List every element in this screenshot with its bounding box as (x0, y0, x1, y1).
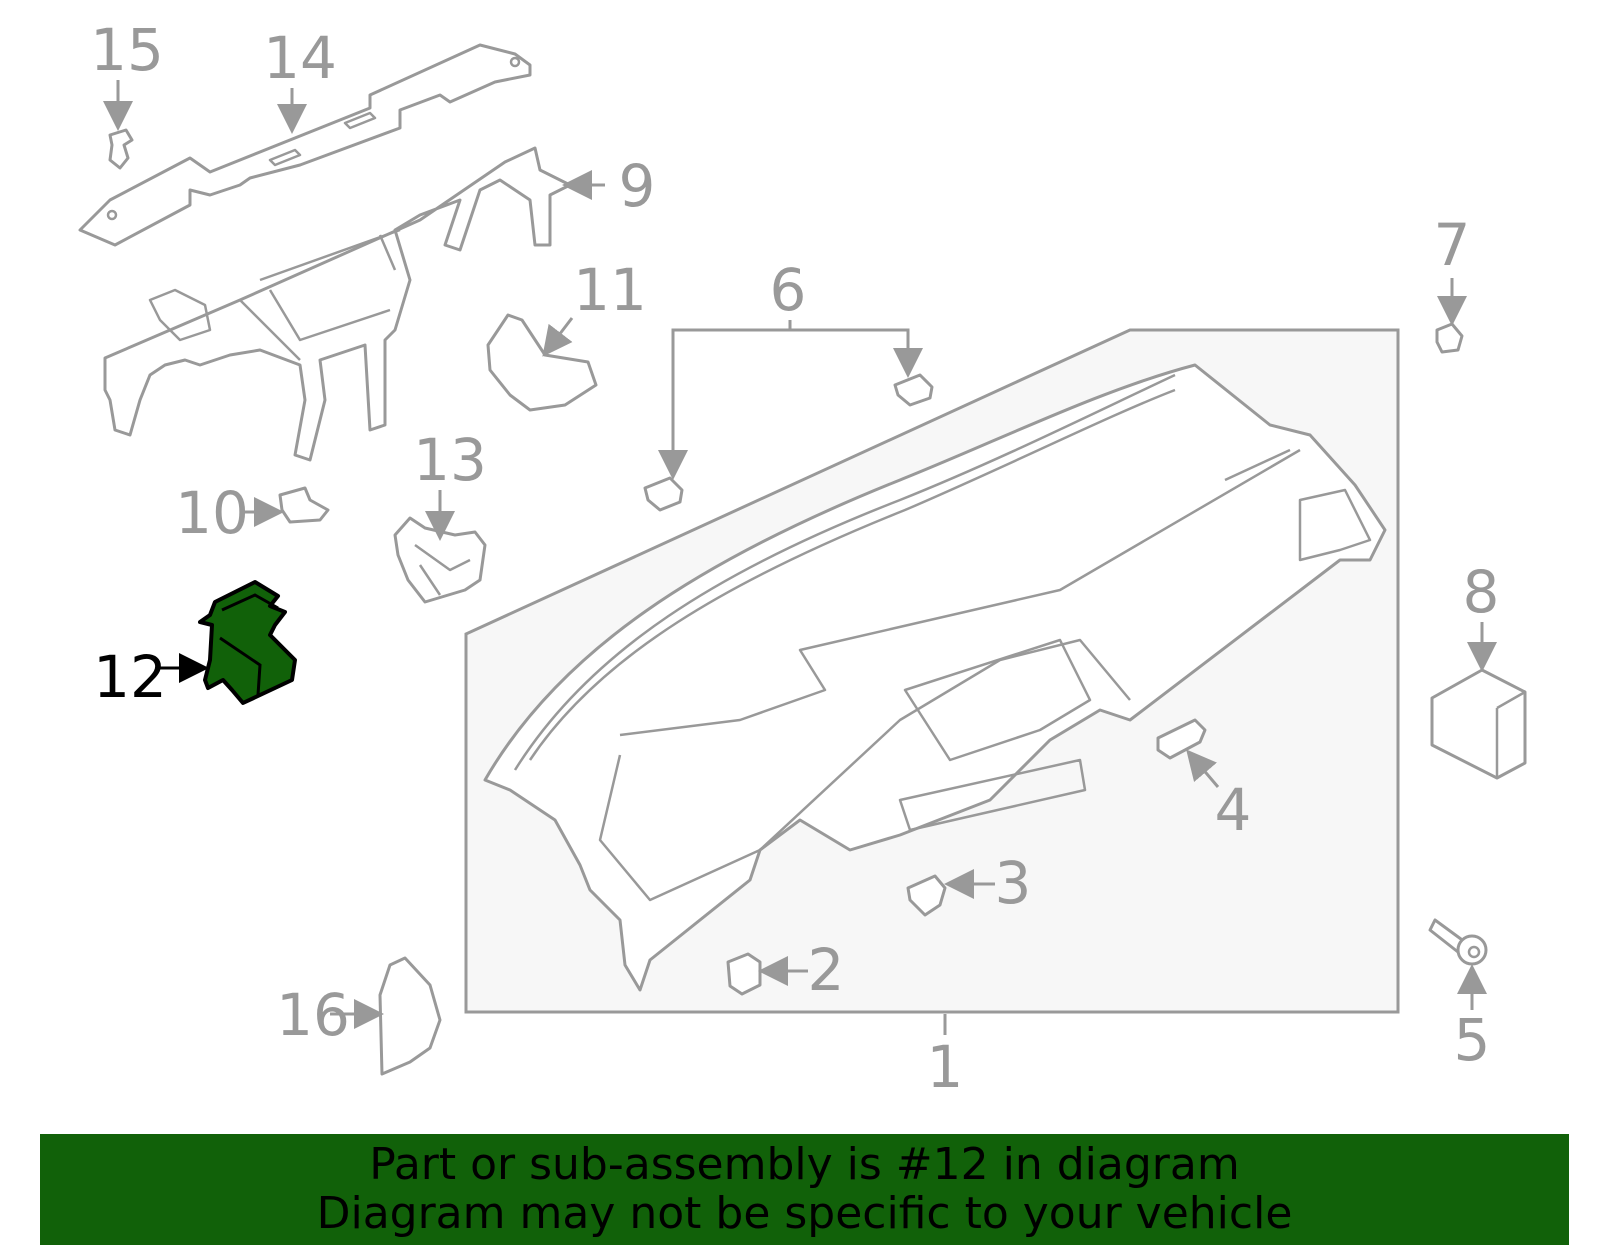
callout-3: 3 (995, 849, 1032, 917)
callout-10: 10 (175, 479, 249, 547)
part-14-cover[interactable] (78, 43, 532, 247)
banner-line-2: Diagram may not be specific to your vehi… (316, 1188, 1293, 1239)
callout-6: 6 (770, 256, 807, 324)
part-15-clip[interactable] (108, 128, 134, 170)
part-9-crossmember[interactable] (103, 146, 572, 462)
part-11-trim[interactable] (486, 313, 598, 412)
part-12-highlighted[interactable] (198, 580, 297, 705)
callout-13: 13 (413, 426, 487, 494)
info-banner: Part or sub-assembly is #12 in diagram D… (40, 1134, 1569, 1245)
callout-5: 5 (1454, 1006, 1491, 1074)
part-10-clip[interactable] (278, 486, 330, 524)
callout-9: 9 (619, 152, 656, 220)
callout-7: 7 (1434, 211, 1471, 279)
callout-12: 12 (93, 643, 167, 711)
part-4-bracket[interactable] (1156, 718, 1207, 760)
callout-14: 14 (263, 24, 337, 92)
callout-2: 2 (808, 936, 845, 1004)
callout-1: 1 (927, 1033, 964, 1101)
callout-4: 4 (1215, 776, 1252, 844)
part-6-clip-b[interactable] (893, 373, 934, 407)
part-1-dashboard-panel[interactable] (464, 328, 1400, 1014)
part-7-nut[interactable] (1435, 322, 1464, 354)
callout-16: 16 (276, 981, 350, 1049)
callout-11: 11 (573, 256, 647, 324)
part-2-clip[interactable] (726, 952, 762, 996)
part-8-module[interactable] (1430, 668, 1527, 780)
part-13-bracket[interactable] (393, 516, 487, 604)
callout-15: 15 (90, 16, 164, 84)
parts-diagram: 1 2 3 4 5 6 7 8 9 10 11 12 13 14 15 16 (78, 16, 1527, 1101)
callout-8: 8 (1463, 558, 1500, 626)
part-16-end-cap[interactable] (378, 956, 442, 1076)
part-3-clip[interactable] (906, 874, 947, 917)
banner-line-1: Part or sub-assembly is #12 in diagram (369, 1139, 1240, 1190)
part-5-screw[interactable] (1428, 918, 1488, 966)
part-6-clip-a[interactable] (643, 476, 684, 512)
